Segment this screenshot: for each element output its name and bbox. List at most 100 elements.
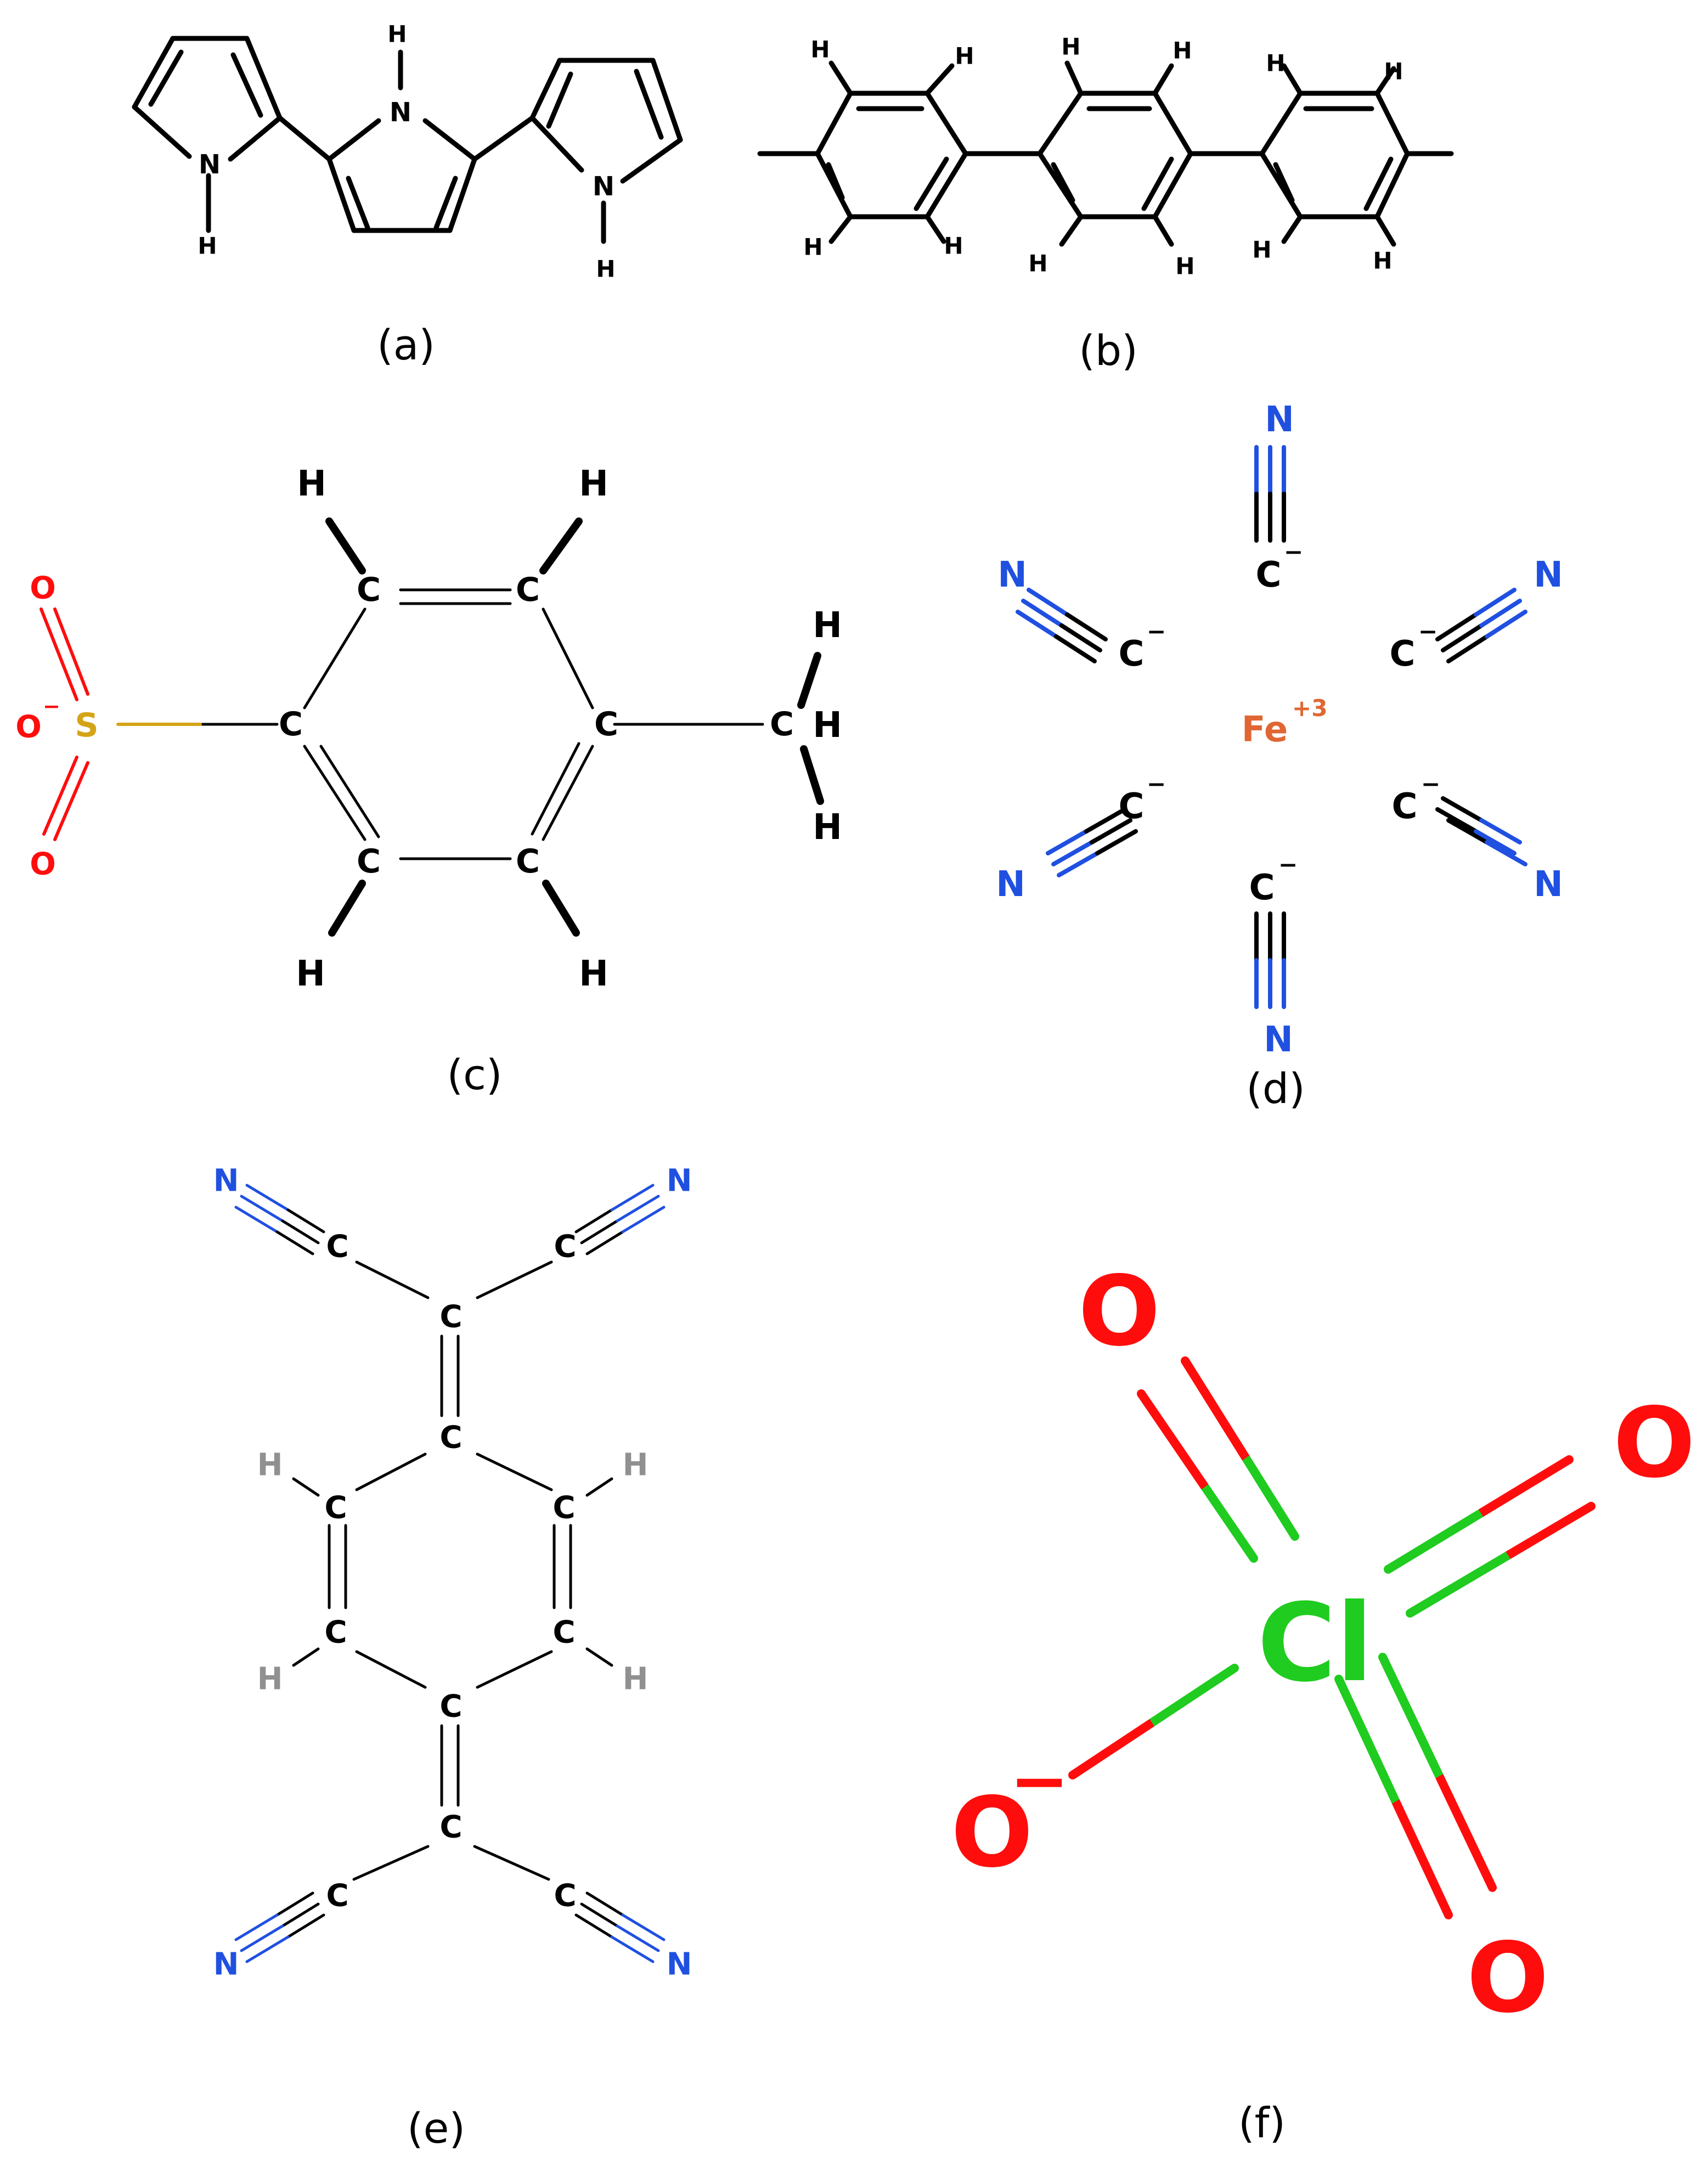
atom-h: H — [596, 256, 615, 283]
atom-h: H — [803, 234, 822, 261]
molecule-f-perchlorate: O O Cl O − O — [951, 1255, 1695, 2035]
atom-n: N — [593, 171, 615, 202]
caption-d: (d) — [1246, 1064, 1305, 1113]
atom-c: C — [439, 1420, 462, 1456]
atom-c: C — [279, 705, 303, 744]
atom-n: N — [996, 864, 1025, 905]
atom-c: C — [1119, 786, 1145, 827]
atom-h: H — [810, 36, 830, 63]
atom-o: O — [1613, 1387, 1695, 1500]
atom-c: C — [553, 1615, 575, 1651]
atom-h: H — [944, 233, 963, 260]
atom-o: O — [30, 571, 56, 606]
atom-c: C — [594, 705, 618, 744]
charge-minus: − — [1278, 851, 1298, 878]
atom-h: H — [813, 807, 842, 848]
molecule-b-terphenyl: H H H H H H H H H H H H — [757, 33, 1454, 280]
atom-c: C — [1256, 555, 1282, 595]
atom-c: C — [770, 705, 794, 744]
charge-minus: − — [1418, 618, 1438, 645]
atom-h: H — [1252, 236, 1271, 263]
atom-h: H — [1373, 247, 1392, 274]
atom-c: C — [516, 842, 540, 881]
atom-h: H — [955, 43, 974, 70]
atom-c: C — [554, 1229, 576, 1265]
atom-c: C — [554, 1878, 576, 1914]
atom-n: N — [213, 1947, 239, 1982]
molecule-c-sulfonate-bonds — [40, 607, 202, 841]
atom-h: H — [623, 1662, 649, 1697]
atom-n: N — [667, 1947, 692, 1982]
charge-minus: − — [1147, 770, 1166, 797]
atom-h: H — [257, 1662, 283, 1697]
atom-h: H — [387, 21, 407, 48]
atom-c: C — [1390, 634, 1416, 674]
atom-c: C — [326, 1878, 348, 1914]
atom-n: N — [213, 1163, 239, 1199]
atom-c: C — [439, 1299, 462, 1335]
atom-c: C — [324, 1615, 347, 1651]
atom-n: N — [1265, 399, 1294, 440]
atom-fe: Fe — [1242, 709, 1288, 750]
charge-plus3: +3 — [1292, 695, 1327, 722]
atom-h: H — [579, 954, 608, 994]
molecule-c-tosylate: C C C C C C C H H H H H H H S O O − O — [15, 464, 842, 994]
atom-h: H — [1061, 33, 1080, 60]
molecule-a-terpyrrole: N H N H N H — [132, 21, 683, 283]
atom-c: C — [439, 1689, 462, 1725]
atom-h: H — [813, 605, 842, 646]
atom-h: H — [296, 954, 325, 994]
atom-n: N — [667, 1163, 692, 1199]
atom-c: C — [439, 1810, 462, 1845]
charge-minus: − — [43, 694, 60, 718]
molecule-b-bonds — [757, 60, 1454, 247]
atom-c: C — [1119, 634, 1145, 674]
atom-h: H — [1028, 250, 1047, 277]
atom-n: N — [390, 97, 412, 128]
atom-c: C — [1249, 868, 1275, 908]
molecule-c-h-bonds — [325, 517, 824, 937]
atom-h: H — [1266, 50, 1285, 77]
atom-c: C — [324, 1490, 347, 1526]
atom-h: H — [579, 464, 608, 504]
molecule-d-bonds — [1016, 445, 1527, 1009]
caption-a: (a) — [377, 320, 435, 369]
atom-s: S — [75, 706, 98, 745]
atom-h: H — [813, 705, 842, 746]
atom-h: H — [1384, 58, 1403, 85]
atom-c: C — [326, 1229, 348, 1265]
molecule-c-bonds — [199, 588, 764, 860]
charge-minus: − — [1421, 770, 1440, 797]
atom-n: N — [1534, 864, 1563, 905]
atom-o: O — [15, 709, 42, 745]
atom-c: C — [357, 571, 381, 609]
atom-n: N — [1264, 1020, 1293, 1060]
atom-o: O — [30, 847, 56, 882]
caption-c: (c) — [447, 1050, 502, 1099]
molecule-f-bonds — [1068, 1356, 1596, 1919]
caption-b: (b) — [1079, 326, 1138, 375]
atom-c: C — [516, 571, 540, 609]
caption-e: (e) — [407, 2104, 465, 2153]
atom-h: H — [297, 464, 326, 504]
atom-n: N — [199, 149, 221, 180]
molecule-a-bonds — [132, 36, 683, 244]
atom-h: H — [198, 233, 217, 260]
charge-minus: − — [1284, 538, 1303, 565]
charge-minus: − — [1010, 1739, 1069, 1822]
atom-h: H — [623, 1448, 649, 1483]
atom-o: O — [951, 1777, 1033, 1889]
molecule-e-bonds — [234, 1184, 666, 1963]
atom-h: H — [1175, 253, 1194, 280]
atom-o: O — [1078, 1255, 1160, 1368]
charge-minus: − — [1147, 618, 1166, 645]
atom-n: N — [1534, 555, 1563, 595]
atom-c: C — [553, 1490, 575, 1526]
caption-f: (f) — [1238, 2098, 1286, 2147]
molecule-e-tcnq: N N C C C C C C C C C C C C N N H H H H — [213, 1163, 692, 1982]
atom-c: C — [357, 842, 381, 881]
atom-cl: Cl — [1257, 1581, 1373, 1706]
atom-h: H — [1173, 37, 1192, 64]
atom-n: N — [997, 555, 1027, 595]
